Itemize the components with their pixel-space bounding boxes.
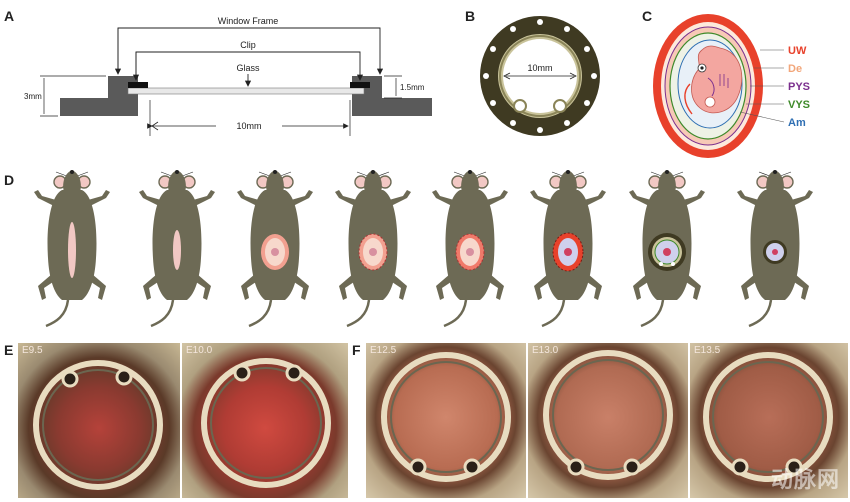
photo-e9-5: E9.5 (18, 343, 180, 498)
mouse-step-8 (735, 168, 815, 328)
photo-e13-0: E13.0 (528, 343, 688, 498)
ring-diameter-label: 10mm (527, 63, 552, 73)
photo-label-e9-5: E9.5 (22, 345, 43, 356)
mouse-step-1 (32, 168, 112, 328)
glass-plate (127, 87, 365, 95)
photo-label-e12-5: E12.5 (370, 345, 397, 356)
mouse-step-6 (528, 168, 608, 328)
surgery-sequence-diagram (32, 168, 815, 328)
legend-am: Am (788, 117, 806, 129)
mouse-step-5 (430, 168, 510, 328)
mouse-step-4 (333, 168, 413, 328)
photo-label-e10-0: E10.0 (186, 345, 213, 356)
clip-right (350, 82, 370, 88)
panel-label-c: C (642, 8, 653, 24)
legend-de: De (788, 63, 802, 75)
panel-label-b: B (465, 8, 476, 24)
panel-label-e: E (4, 342, 14, 358)
window-frame-label: Window Frame (218, 16, 279, 26)
screw-holes (483, 19, 597, 133)
clip-left (128, 82, 148, 88)
frame-body-right (352, 76, 432, 116)
glass-label: Glass (236, 63, 260, 73)
embryo-membrane-diagram: UW De PYS VYS Am (653, 14, 810, 158)
mouse-step-2 (137, 168, 217, 328)
dim-10mm-label: 10mm (236, 121, 261, 131)
frame-body-left (60, 76, 138, 116)
watermark-logo: 动脉网 (770, 468, 840, 493)
photo-label-e13-5: E13.5 (694, 345, 721, 356)
window-cross-section-diagram: Window Frame Clip Glass 3mm 1.5mm 10mm (24, 16, 432, 136)
panel-label-f: F (352, 342, 361, 358)
legend-vys: VYS (788, 99, 810, 111)
panel-label-d: D (4, 172, 15, 188)
photo-e10-0: E10.0 (182, 343, 348, 498)
photo-e13-5: E13.5 动脉网 (690, 343, 848, 498)
dim-15mm-label: 1.5mm (400, 83, 425, 92)
clip-label: Clip (240, 40, 256, 50)
photo-e12-5: E12.5 (366, 343, 526, 498)
photo-label-e13-0: E13.0 (532, 345, 559, 356)
dim-3mm-label: 3mm (24, 92, 42, 101)
window-ring-top-view: 10mm (480, 16, 600, 136)
mouse-step-7 (627, 168, 707, 328)
mouse-step-3 (235, 168, 315, 328)
legend-pys: PYS (788, 81, 810, 93)
legend-uw: UW (788, 45, 807, 57)
panel-label-a: A (4, 8, 15, 24)
